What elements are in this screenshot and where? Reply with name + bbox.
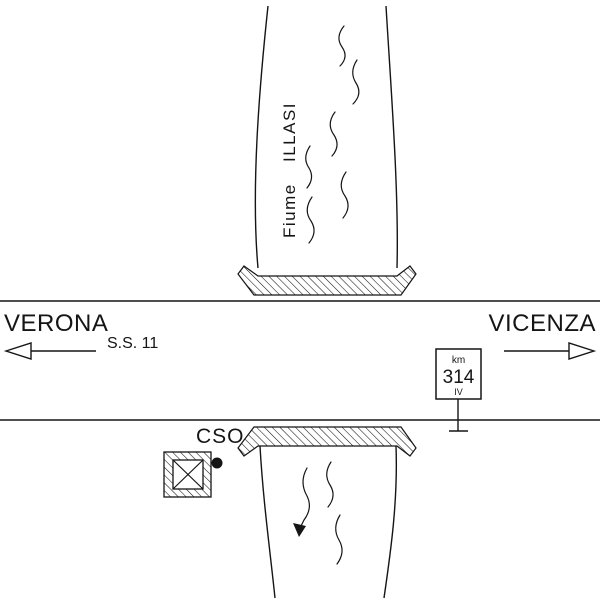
water-line — [300, 467, 310, 527]
water-line — [335, 514, 343, 565]
river-upstream: Fiume ILLASI — [254, 5, 399, 269]
road-ss11: VERONA VICENZA S.S. 11 — [0, 300, 600, 421]
bridge-lower — [237, 426, 417, 457]
km-roman-label: IV — [454, 387, 463, 397]
water-line — [305, 145, 313, 189]
destination-left-label: VERONA — [4, 310, 108, 337]
cso-label: CSO — [196, 425, 245, 448]
riverbank-right-lower — [383, 445, 398, 599]
water-line — [326, 461, 334, 508]
building-diagonal-2 — [172, 459, 204, 490]
water-line — [352, 59, 360, 105]
km-marker-box — [435, 348, 482, 400]
junction-dot — [211, 457, 223, 469]
water-line — [306, 196, 315, 244]
water-line — [338, 25, 346, 67]
km-value-label: 314 — [443, 367, 475, 388]
riverbank-left-upper — [254, 5, 269, 269]
river-name-word1: Fiume — [280, 183, 299, 238]
destination-right-label: VICENZA — [488, 310, 596, 337]
water-line — [340, 171, 349, 219]
direction-arrow-left — [3, 342, 96, 360]
direction-arrow-right — [504, 342, 597, 360]
riverbank-right-upper — [385, 5, 399, 269]
arrow-head-left-icon — [3, 342, 32, 360]
riverbank-left-lower — [259, 445, 276, 599]
km-unit-label: km — [452, 355, 465, 366]
river-downstream — [259, 445, 398, 599]
water-line — [329, 111, 338, 157]
bridge-upper — [237, 265, 417, 296]
water-lines-upper — [305, 25, 360, 244]
cso-station: CSO — [163, 425, 245, 498]
river-name-word2: ILLASI — [280, 102, 299, 162]
route-number-label: S.S. 11 — [107, 335, 158, 352]
arrow-head-right-icon — [568, 342, 597, 360]
flow-direction-arrow-icon — [293, 523, 306, 537]
water-lines-lower — [300, 461, 343, 565]
km-marker: km 314 IV — [435, 348, 482, 432]
